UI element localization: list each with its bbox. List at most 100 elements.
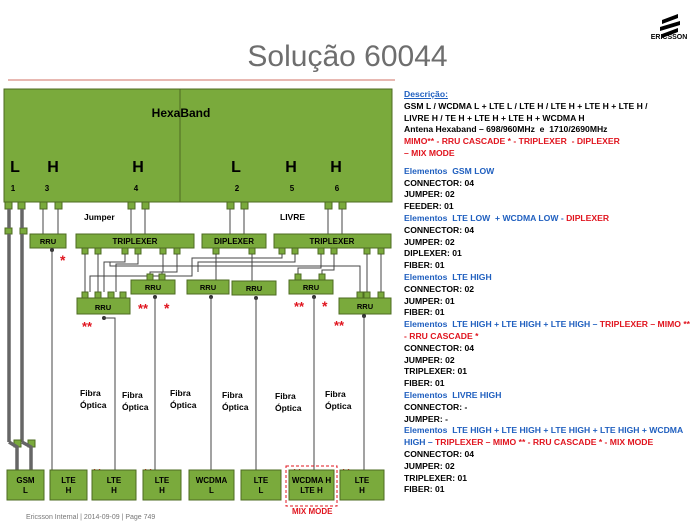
bottom-unit-box	[6, 469, 45, 501]
port-number-label: 4	[134, 184, 139, 193]
bottom-unit-box	[240, 469, 282, 501]
description-line: LIVRE H / TE H + LTE H + LTE H + WCDMA H	[404, 112, 585, 123]
rru-box	[288, 279, 334, 295]
bottom-unit-label: LTE	[61, 476, 76, 485]
port-number-label: 1	[11, 184, 16, 193]
group-item: JUMPER: -	[404, 413, 448, 424]
description-line: GSM L / WCDMA L + LTE L / LTE H / LTE H …	[404, 100, 648, 111]
ericsson-logo-icon	[660, 14, 680, 38]
group-title: Elementos LTE LOW + WCDMA LOW - DIPLEXER	[404, 213, 694, 225]
group-title-text: Elementos LTE HIGH	[404, 271, 492, 282]
cascade-mark: *	[322, 298, 328, 314]
group-title: Elementos LIVRE HIGH	[404, 390, 694, 402]
hexaband-label: HexaBand	[152, 106, 211, 120]
port-number-label: 3	[45, 184, 50, 193]
description-line: Antena Hexaband – 698/960MHz e 1710/2690…	[404, 124, 608, 135]
group-item: JUMPER: 02	[404, 189, 455, 200]
rru-label: RRU	[145, 283, 161, 292]
rru-label: RRU	[40, 237, 56, 246]
port-band-label: H	[47, 159, 59, 176]
group-item: CONNECTOR: 04	[404, 177, 475, 188]
diplexer-label: DIPLEXER	[214, 237, 254, 246]
group-title: Elementos LTE HIGH + LTE HIGH + LTE HIGH…	[404, 425, 694, 449]
bottom-unit-label: GSM	[16, 476, 35, 485]
mix-mode-frame	[285, 465, 338, 507]
bottom-unit-label: L	[259, 486, 264, 495]
rru-label: RRU	[200, 283, 216, 292]
diplexer-box	[201, 233, 267, 249]
rru-label: RRU	[246, 284, 262, 293]
description-heading: Descrição:	[404, 89, 448, 99]
group-item: TRIPLEXER: 01	[404, 472, 468, 483]
group-item: FEEDER: 01	[404, 201, 454, 212]
bottom-unit-box	[339, 469, 385, 501]
group-item: CONNECTOR: 04	[404, 448, 475, 459]
fiber-label: Fibra	[80, 388, 101, 398]
bottom-unit-label: LTE	[155, 476, 170, 485]
port-band-label: H	[285, 159, 297, 176]
group-item: JUMPER: 02	[404, 354, 455, 365]
group-item: JUMPER: 02	[404, 236, 455, 247]
group-item: FIBER: 01	[404, 484, 445, 495]
port-band-label: H	[330, 159, 342, 176]
hexaband-antenna	[3, 88, 393, 203]
group-item: JUMPER: 01	[404, 295, 455, 306]
mix-mode-label: MIX MODE	[292, 507, 333, 516]
bottom-unit-box	[142, 469, 182, 501]
group-title-text: Elementos LTE LOW + WCDMA LOW -	[404, 212, 567, 223]
group-item: CONNECTOR: 04	[404, 342, 475, 353]
bottom-unit-label: L	[209, 486, 214, 495]
fiber-label: Fibra	[122, 390, 143, 400]
rru-box	[231, 280, 277, 296]
description-panel: Descrição: GSM L / WCDMA L + LTE L / LTE…	[404, 89, 694, 496]
bottom-unit-label: LTE	[355, 476, 370, 485]
description-line: MIMO** - RRU CASCADE * - TRIPLEXER - DIP…	[404, 136, 620, 147]
port-number-label: 5	[290, 184, 295, 193]
group-title-text: Elementos GSM LOW	[404, 165, 495, 176]
group-title-text: Elementos LTE HIGH + LTE HIGH + LTE HIGH…	[404, 425, 686, 448]
mimo-mark: **	[138, 301, 149, 316]
description-line: – MIX MODE	[404, 147, 455, 158]
bottom-unit-label: LTE	[107, 476, 122, 485]
logo-text: ERICSSON	[650, 34, 688, 41]
bottom-unit-box	[49, 469, 88, 501]
cascade-mark: *	[164, 300, 170, 316]
group-item: JUMPER: 02	[404, 460, 455, 471]
port-number-label: 6	[335, 184, 340, 193]
bottom-unit-label: H	[159, 486, 165, 495]
group-item: FIBER: 01	[404, 307, 445, 318]
bottom-unit-label: L	[23, 486, 28, 495]
fiber-label: Fibra	[222, 390, 243, 400]
group-title-red: DIPLEXER	[566, 212, 610, 223]
port-band-label: H	[132, 159, 144, 176]
bottom-unit-label: LTE	[254, 476, 269, 485]
rru-box	[76, 297, 131, 315]
bottom-unit-box	[188, 469, 235, 501]
group-item: FIBER: 01	[404, 378, 445, 389]
bottom-unit-label: H	[111, 486, 117, 495]
mimo-mark: **	[334, 318, 345, 333]
fiber-label: Óptica	[170, 399, 197, 410]
group-item: DIPLEXER: 01	[404, 248, 462, 259]
bottom-unit-box	[288, 469, 335, 501]
fiber-label: Fibra	[325, 389, 346, 399]
fiber-label: Óptica	[122, 401, 149, 412]
group-title: Elementos LTE HIGH + LTE HIGH + LTE HIGH…	[404, 319, 694, 343]
group-item: FIBER: 01	[404, 260, 445, 271]
group-item: CONNECTOR: -	[404, 401, 468, 412]
bottom-unit-label: WCDMA	[196, 476, 228, 485]
bottom-unit-label: H	[359, 486, 365, 495]
group-title-red: TRIPLEXER – MIMO ** - RRU CASCADE *	[404, 319, 693, 341]
page-title: Solução 60044	[247, 40, 448, 73]
group-title-red: TRIPLEXER – MIMO ** - RRU CASCADE * - MI…	[435, 437, 654, 448]
fiber-label: Óptica	[222, 401, 249, 412]
bottom-unit-label: WCDMA H	[292, 476, 331, 485]
rru-box	[186, 279, 230, 295]
fiber-label: Fibra	[170, 388, 191, 398]
group-title: Elementos LTE HIGH	[404, 272, 694, 284]
jumper-label: Jumper	[84, 212, 115, 222]
rru-label: RRU	[95, 303, 111, 312]
group-item: TRIPLEXER: 01	[404, 366, 468, 377]
fiber-label: Óptica	[325, 400, 352, 411]
